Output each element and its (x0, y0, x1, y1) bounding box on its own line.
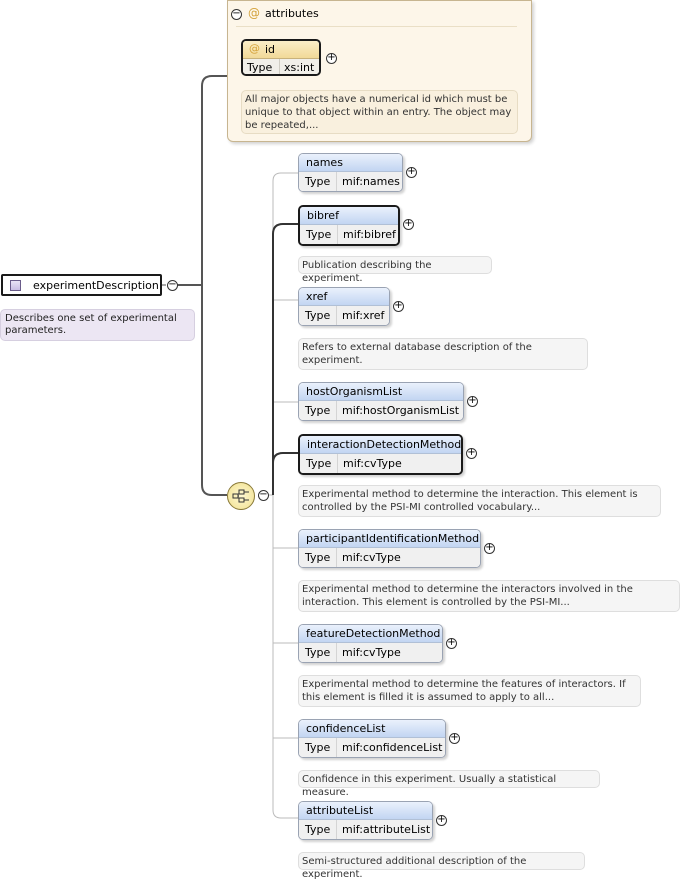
collapse-attributes-icon[interactable]: − (231, 8, 242, 20)
root-element-label: experimentDescription (33, 279, 159, 292)
element-featureDetectionMethod-annotation: Experimental method to determine the fea… (298, 675, 641, 707)
element-hostOrganismList[interactable]: hostOrganismList Type mif:hostOrganismLis… (298, 382, 464, 421)
element-type-value: mif:cvType (343, 457, 402, 470)
element-type-value: mif:names (342, 175, 400, 188)
element-name: interactionDetectionMethod (307, 438, 462, 451)
attribute-at-icon: @ (249, 42, 260, 55)
element-type-value: mif:cvType (342, 551, 401, 564)
sequence-icon (232, 489, 249, 503)
attribute-id-type-label: Type (247, 61, 273, 74)
sequence-compositor[interactable] (227, 482, 255, 510)
element-type-value: mif:confidenceList (342, 741, 443, 754)
element-type-label: Type (305, 823, 331, 836)
element-type-label: Type (305, 404, 331, 417)
expand-confidenceList-icon[interactable]: + (449, 732, 460, 744)
expand-participantIdentificationMethod-icon[interactable]: + (484, 542, 495, 554)
attribute-id-name: id (265, 43, 276, 56)
attribute-id-type-value: xs:int (284, 61, 315, 74)
expand-interactionDetectionMethod-icon[interactable]: + (466, 447, 477, 459)
expand-hostOrganismList-icon[interactable]: + (467, 395, 478, 407)
expand-id-icon[interactable]: + (326, 52, 337, 64)
element-participantIdentificationMethod[interactable]: participantIdentificationMethod Type mif:… (298, 529, 481, 568)
attribute-id[interactable]: @ id Type xs:int (241, 39, 321, 76)
element-bibref-annotation: Publication describing the experiment. (298, 256, 492, 284)
element-name: confidenceList (306, 722, 386, 735)
element-attributeList[interactable]: attributeList Type mif:attributeList (298, 801, 433, 840)
element-name: hostOrganismList (306, 385, 403, 398)
expand-bibref-icon[interactable]: + (403, 218, 414, 230)
element-attributeList-annotation: Semi-structured additional description o… (298, 852, 585, 880)
attribute-at-icon: @ (248, 6, 260, 20)
element-type-label: Type (305, 741, 331, 754)
expand-featureDetectionMethod-icon[interactable]: + (446, 637, 457, 649)
collapse-root-icon[interactable]: − (167, 279, 178, 291)
element-type-label: Type (305, 175, 331, 188)
element-type-label: Type (305, 309, 331, 322)
expand-attributeList-icon[interactable]: + (436, 814, 447, 826)
attributes-title: attributes (265, 7, 319, 20)
element-type-value: mif:attributeList (342, 823, 431, 836)
element-type-label: Type (306, 457, 332, 470)
element-name: xref (306, 290, 328, 303)
element-xref-annotation: Refers to external database description … (298, 338, 588, 370)
element-name: participantIdentificationMethod (306, 532, 480, 545)
element-type-value: mif:xref (342, 309, 385, 322)
attributes-panel: − @ attributes @ id Type xs:int + All ma… (227, 0, 532, 142)
expand-names-icon[interactable]: + (406, 166, 417, 178)
attributes-divider (236, 26, 517, 27)
element-type-value: mif:bibref (343, 228, 396, 241)
element-type-label: Type (305, 551, 331, 564)
expand-xref-icon[interactable]: + (393, 300, 404, 312)
collapse-sequence-icon[interactable]: − (258, 489, 269, 501)
element-participantIdentificationMethod-annotation: Experimental method to determine the int… (298, 580, 680, 612)
root-annotation: Describes one set of experimental parame… (0, 309, 195, 341)
element-featureDetectionMethod[interactable]: featureDetectionMethod Type mif:cvType (298, 624, 443, 663)
element-type-label: Type (306, 228, 332, 241)
element-type-value: mif:cvType (342, 646, 401, 659)
element-type-label: Type (305, 646, 331, 659)
element-interactionDetectionMethod[interactable]: interactionDetectionMethod Type mif:cvTyp… (298, 434, 463, 475)
element-names[interactable]: names Type mif:names (298, 153, 403, 192)
attribute-id-annotation: All major objects have a numerical id wh… (241, 90, 518, 134)
element-xref[interactable]: xref Type mif:xref (298, 287, 390, 326)
root-element-experimentDescription[interactable]: experimentDescription (1, 274, 162, 296)
attributes-header: − @ attributes (228, 5, 531, 23)
element-confidenceList-annotation: Confidence in this experiment. Usually a… (298, 770, 600, 798)
element-name: featureDetectionMethod (306, 627, 441, 640)
element-type-value: mif:hostOrganismList (342, 404, 460, 417)
element-name: bibref (307, 209, 339, 222)
element-confidenceList[interactable]: confidenceList Type mif:confidenceList (298, 719, 446, 758)
element-interactionDetectionMethod-annotation: Experimental method to determine the int… (298, 485, 661, 517)
element-bibref[interactable]: bibref Type mif:bibref (298, 205, 400, 246)
element-name: names (306, 156, 343, 169)
element-icon (10, 280, 21, 291)
element-name: attributeList (306, 804, 374, 817)
